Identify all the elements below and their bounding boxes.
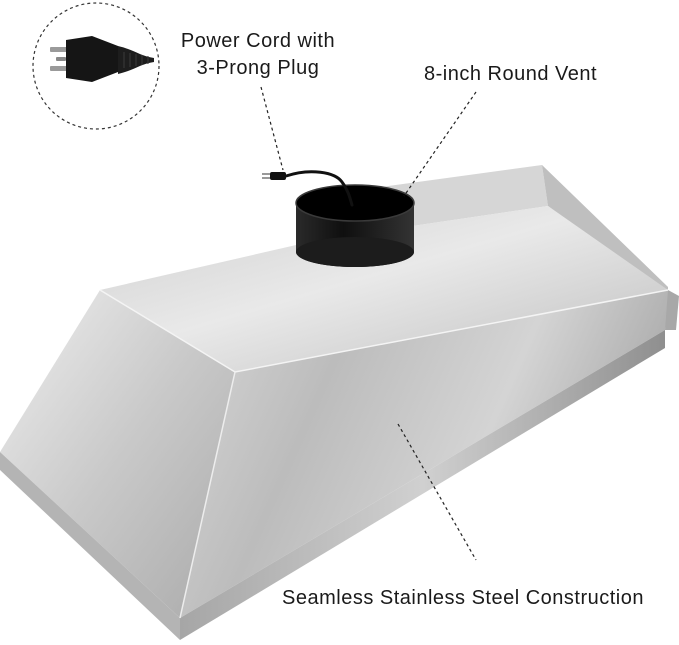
hood-back-right-panel	[542, 165, 668, 297]
power-cord	[284, 170, 354, 207]
cord-leader-line	[260, 86, 284, 171]
hood-top-surface	[100, 206, 668, 372]
steel-leader-line	[397, 423, 477, 561]
vent-callout: 8-inch Round Vent	[424, 63, 598, 85]
hood-bottom-rim	[180, 330, 665, 640]
hood-right-end	[665, 290, 679, 330]
construction-callout: Seamless Stainless Steel Construction	[282, 587, 644, 609]
power-cord-callout-line1: Power Cord with	[180, 30, 336, 52]
power-cord-callout: Power Cord with 3-Prong Plug	[158, 28, 358, 82]
round-vent	[295, 184, 415, 267]
power-cord-callout-line2: 3-Prong Plug	[196, 57, 320, 79]
plug-detail-icon	[50, 36, 154, 82]
hood-bottom-rim-left	[0, 452, 180, 640]
plug-small	[262, 172, 286, 180]
hood-left-side	[0, 290, 235, 618]
hood-front-face	[180, 290, 668, 618]
